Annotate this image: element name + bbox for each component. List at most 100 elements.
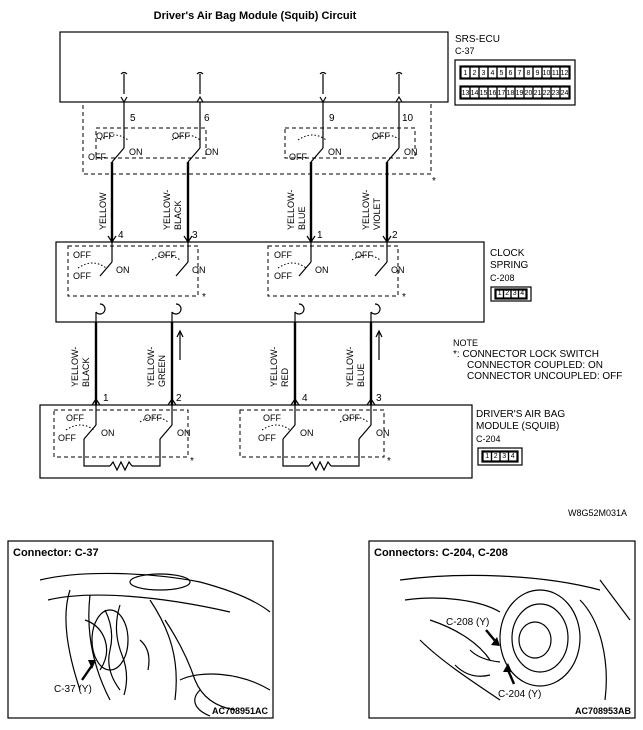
cs-terminal-2: 2 <box>392 230 398 241</box>
cs-asterisk-2: * <box>402 292 406 303</box>
clock-spring-label-2: SPRING <box>490 260 529 271</box>
c208-callout-arrow <box>485 629 500 646</box>
cs-terminal-1: 1 <box>317 230 323 241</box>
ecu-on-2: ON <box>205 147 219 157</box>
diagram-title: Driver's Air Bag Module (Squib) Circuit <box>154 10 357 22</box>
mod-on-4: ON <box>376 428 390 438</box>
module-label-2: MODULE (SQUIB) <box>476 421 559 432</box>
cs-switches <box>67 242 399 297</box>
c37-pin-1: 1 <box>464 70 468 77</box>
ecu-on-3: ON <box>328 147 342 157</box>
c37-pin-12: 12 <box>561 70 569 77</box>
mod-on-3: ON <box>300 428 314 438</box>
cs-off-2: OFF <box>73 250 91 260</box>
ecu-terminal-5: 5 <box>130 113 136 124</box>
c37-pin-18: 18 <box>507 90 515 97</box>
c37-pin-3: 3 <box>482 70 486 77</box>
lower-wire-label-3b: RED <box>280 367 290 387</box>
upper-wire-label-1: YELLOW <box>98 192 108 230</box>
panel-right-callout-a: C-208 (Y) <box>446 617 489 628</box>
upper-wire-label-2b: BLACK <box>173 200 183 230</box>
mod-off-4: OFF <box>258 433 276 443</box>
panel-right-frame <box>368 540 636 719</box>
ecu-switches <box>95 102 416 163</box>
cs-on-1: ON <box>116 265 130 275</box>
clock-spring-connector-label: C-208 <box>490 273 515 283</box>
note-line-2: CONNECTOR COUPLED: ON <box>467 360 603 371</box>
c37-pin-23: 23 <box>552 90 560 97</box>
lower-wire-label-1a: YELLOW- <box>70 347 80 387</box>
ecu-terminal-10: 10 <box>402 113 414 124</box>
c37-pin-11: 11 <box>552 70 559 77</box>
mod-off-5: OFF <box>263 413 281 423</box>
c204-pin-2: 2 <box>494 453 498 460</box>
ecu-internal-symbols <box>120 71 403 94</box>
cs-terminal-4: 4 <box>118 230 124 241</box>
cs-off-4: OFF <box>274 271 292 281</box>
ecu-off-1: OFF <box>88 152 106 162</box>
c204-pin-1: 1 <box>485 453 489 460</box>
cs-on-4: ON <box>391 265 405 275</box>
module-switches <box>53 405 385 472</box>
c37-pin-19: 19 <box>516 90 524 97</box>
module-terminal-3: 3 <box>376 393 382 404</box>
ecu-on-4: ON <box>404 147 418 157</box>
c37-pin-22: 22 <box>543 90 551 97</box>
module-terminal-2: 2 <box>176 393 182 404</box>
c37-cell <box>559 66 570 79</box>
steering-illustration-right <box>399 574 631 701</box>
c208-pin-2: 2 <box>505 290 509 297</box>
lower-wire-label-2a: YELLOW- <box>146 347 156 387</box>
module-connector-label: C-204 <box>476 434 501 444</box>
c204-pin-3: 3 <box>502 453 506 460</box>
panel-right-code: AC708953AB <box>575 706 632 716</box>
lower-wire-label-3a: YELLOW- <box>269 347 279 387</box>
upper-wire-arrows <box>107 235 392 244</box>
lower-wire-label-4a: YELLOW- <box>345 347 355 387</box>
current-arrows <box>176 329 383 360</box>
cs-asterisk-1: * <box>202 292 206 303</box>
c37-pin-5: 5 <box>500 70 504 77</box>
panel-left-frame <box>7 540 274 719</box>
lower-wires <box>94 322 373 405</box>
c37-pin-24: 24 <box>561 90 569 97</box>
upper-wire-label-4b: VIOLET <box>372 197 382 230</box>
note-heading: NOTE <box>453 338 478 348</box>
panel-left-title: Connector: C-37 <box>13 547 99 559</box>
c37-pin-14: 14 <box>471 90 479 97</box>
c37-pin-13: 13 <box>462 90 470 97</box>
cs-on-2: ON <box>192 265 206 275</box>
c37-pin-4: 4 <box>491 70 495 77</box>
module-label-1: DRIVER'S AIR BAG <box>476 409 565 420</box>
note-line-3: CONNECTOR UNCOUPLED: OFF <box>467 371 622 382</box>
clock-spring-label-1: CLOCK <box>490 248 525 259</box>
c204-cell <box>507 451 518 462</box>
c37-pin-7: 7 <box>518 70 522 77</box>
c208-pin-3: 3 <box>513 290 517 297</box>
ecu-off-4: OFF <box>289 152 307 162</box>
cs-off-1: OFF <box>73 271 91 281</box>
srs-ecu-box <box>59 31 449 103</box>
mod-off-3: OFF <box>144 413 162 423</box>
figure-code: W8G52M031A <box>568 508 627 518</box>
c37-pin-17: 17 <box>498 90 506 97</box>
note-line-1: *: CONNECTOR LOCK SWITCH <box>453 349 599 360</box>
cs-off-5: OFF <box>274 250 292 260</box>
ecu-off-3: OFF <box>172 131 190 141</box>
c37-callout-arrow <box>81 660 96 681</box>
cs-off-6: OFF <box>355 250 373 260</box>
ecu-off-5: OFF <box>372 131 390 141</box>
mod-off-6: OFF <box>342 413 360 423</box>
panel-left-callout: C-37 (Y) <box>54 684 92 695</box>
module-terminal-1: 1 <box>103 393 109 404</box>
ecu-lock-asterisk: * <box>432 176 436 187</box>
mod-on-1: ON <box>101 428 115 438</box>
mod-on-2: ON <box>177 428 191 438</box>
c204-callout-arrow <box>503 663 516 685</box>
c37-pin-2: 2 <box>473 70 477 77</box>
mod-off-1: OFF <box>58 433 76 443</box>
upper-wire-label-2a: YELLOW- <box>162 190 172 230</box>
